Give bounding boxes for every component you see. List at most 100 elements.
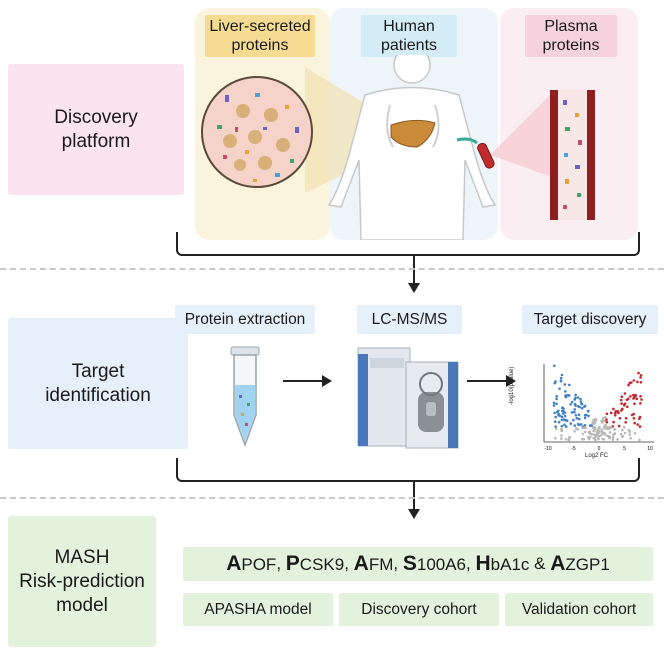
volcano-point: [569, 403, 572, 406]
volcano-point: [602, 425, 606, 429]
volcano-point: [560, 434, 563, 437]
volcano-point: [603, 419, 606, 423]
volcano-point: [609, 411, 613, 415]
volcano-point: [559, 379, 563, 383]
volcano-point: [558, 387, 561, 391]
volcano-point: [564, 395, 568, 399]
volcano-point: [570, 411, 574, 414]
volcano-point: [589, 435, 592, 439]
volcano-point: [636, 423, 639, 426]
volcano-point: [621, 434, 625, 438]
volcano-point: [563, 414, 567, 418]
volcano-point: [605, 412, 609, 416]
volcano-point: [628, 381, 631, 385]
discovery-bracket: [176, 232, 640, 256]
apasha-model-box: APASHA model: [183, 593, 333, 626]
separator-2: [0, 497, 664, 499]
volcano-point: [579, 423, 583, 426]
volcano-point: [611, 438, 615, 441]
liver-cells: [223, 104, 290, 171]
volcano-point: [609, 425, 613, 429]
volcano-point: [564, 437, 568, 441]
volcano-point: [639, 374, 643, 377]
volcano-point: [590, 432, 593, 436]
volcano-point: [632, 379, 636, 382]
target-bracket: [176, 458, 640, 482]
volcano-point: [555, 397, 558, 401]
volcano-point: [586, 410, 590, 413]
volcano-point: [583, 404, 587, 408]
volcano-point: [553, 411, 556, 415]
volcano-point: [563, 383, 567, 386]
volcano-point: [553, 364, 556, 368]
volcano-point: [614, 411, 617, 415]
volcano-point: [554, 380, 557, 383]
volcano-point: [563, 423, 566, 427]
volcano-point: [575, 416, 579, 420]
volcano-point: [573, 430, 576, 433]
lc-ms-instrument-icon: [357, 347, 459, 449]
mash-model-label: MASH Risk-prediction model: [8, 516, 156, 647]
volcano-point: [639, 376, 642, 379]
volcano-point: [605, 420, 609, 424]
volcano-point: [624, 417, 628, 420]
volcano-point: [573, 408, 576, 411]
volcano-point: [638, 417, 641, 420]
plasma-zoom-cone: [490, 95, 560, 180]
volcano-point: [557, 414, 560, 417]
volcano-point: [567, 436, 571, 440]
liver-organ: [390, 119, 436, 148]
volcano-point: [575, 427, 578, 430]
volcano-point: [639, 395, 642, 398]
volcano-point: [586, 435, 590, 439]
volcano-point: [632, 397, 635, 400]
volcano-point: [552, 404, 556, 407]
volcano-axes: [543, 364, 654, 443]
volcano-point: [554, 425, 557, 428]
volcano-point: [579, 400, 583, 403]
volcano-point: [570, 400, 574, 404]
volcano-point: [583, 424, 587, 427]
volcano-point: [573, 398, 576, 401]
volcano-point: [596, 437, 600, 440]
protein-hba1c: HbA1c: [475, 552, 530, 575]
volcano-point: [623, 425, 626, 429]
volcano-point: [620, 402, 623, 405]
volcano-point: [625, 398, 629, 402]
volcano-point: [601, 437, 604, 441]
volcano-xtick: 5: [623, 446, 626, 452]
volcano-point: [607, 435, 611, 438]
volcano-point: [579, 397, 582, 401]
volcano-point: [592, 429, 595, 433]
volcano-point: [635, 397, 639, 400]
volcano-point: [559, 376, 563, 380]
volcano-xtick: -10: [544, 446, 551, 452]
volcano-point: [605, 418, 608, 421]
volcano-point: [600, 428, 603, 431]
volcano-point: [583, 430, 587, 434]
volcano-point: [619, 398, 623, 402]
volcano-point: [555, 402, 558, 406]
volcano-point: [608, 431, 612, 434]
volcano-point: [564, 425, 568, 428]
volcano-point: [580, 402, 584, 406]
volcano-point: [594, 420, 597, 423]
volcano-ylabel: -log10(pvalue): [509, 366, 515, 405]
validation-cohort-box: Validation cohort: [505, 593, 653, 626]
protein-afm: AFM: [353, 552, 394, 575]
volcano-point: [554, 437, 557, 440]
volcano-point: [616, 410, 619, 413]
volcano-point: [639, 402, 642, 405]
volcano-point: [612, 407, 615, 411]
zoom-cone: [305, 67, 400, 193]
volcano-point: [594, 433, 598, 437]
volcano-point: [567, 438, 571, 442]
volcano-point: [569, 422, 573, 425]
volcano-point: [624, 421, 627, 424]
volcano-point: [561, 412, 565, 415]
human-figure: [327, 55, 497, 240]
extraction-to-ms-arrow: [283, 375, 332, 387]
volcano-point: [630, 413, 634, 417]
volcano-point: [580, 406, 584, 410]
